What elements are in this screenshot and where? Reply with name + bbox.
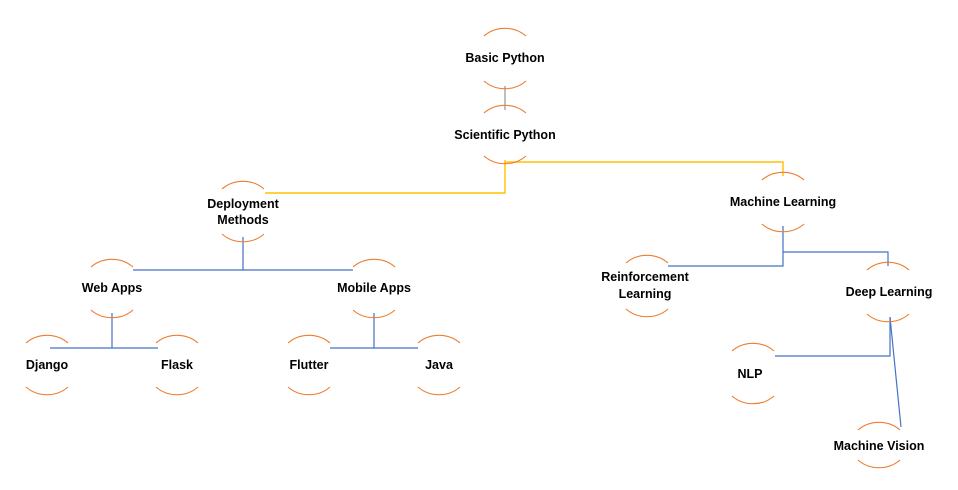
node-flask-label: Flask <box>161 358 193 372</box>
node-machine-learning-arc <box>761 171 805 233</box>
node-java-arc <box>417 334 461 396</box>
node-django-arc <box>25 334 69 396</box>
connector-deployment-to-apps <box>133 237 353 271</box>
node-mobile-apps-arc <box>352 258 396 319</box>
node-deep-learning-label: Deep Learning <box>846 285 933 299</box>
node-scientific-python-label: Scientific Python <box>454 128 555 142</box>
node-deployment-methods-label-line2: Methods <box>217 213 268 227</box>
connector-scientific-to-deployment <box>265 160 506 194</box>
node-arcs <box>25 27 910 469</box>
connector-scientific-to-ml <box>505 161 784 176</box>
connector-mobileapps-to-frameworks <box>330 313 418 349</box>
node-machine-vision-label: Machine Vision <box>834 439 925 453</box>
node-web-apps-label: Web Apps <box>82 281 142 295</box>
node-flask-arc <box>155 334 199 396</box>
node-machine-vision-arc <box>857 421 901 469</box>
node-reinforcement-learning-label-line2: Learning <box>619 287 672 301</box>
node-basic-python-label: Basic Python <box>465 51 544 65</box>
node-mobile-apps-label: Mobile Apps <box>337 281 411 295</box>
node-flutter-arc <box>287 334 331 396</box>
node-reinforcement-learning-arc <box>625 254 669 318</box>
node-labels: Basic Python Scientific Python Deploymen… <box>26 51 933 453</box>
node-deployment-methods-arc <box>221 180 265 243</box>
node-web-apps-arc <box>90 258 134 319</box>
node-machine-learning-label: Machine Learning <box>730 195 836 209</box>
connector-webapps-to-frameworks <box>50 313 158 349</box>
node-nlp-arc <box>731 342 775 405</box>
node-django-label: Django <box>26 358 69 372</box>
connector-ml-to-rl <box>668 226 784 267</box>
node-deep-learning-arc <box>866 261 910 323</box>
connector-dl-to-vision <box>889 316 902 428</box>
node-nlp-label: NLP <box>738 367 763 381</box>
connectors <box>50 86 902 428</box>
node-java-label: Java <box>425 358 454 372</box>
node-scientific-python-arc <box>483 104 527 165</box>
connector-ml-to-dl <box>783 251 889 266</box>
node-basic-python-arc <box>483 27 527 90</box>
node-flutter-label: Flutter <box>290 358 329 372</box>
node-deployment-methods-label-line1: Deployment <box>207 197 279 211</box>
node-reinforcement-learning-label-line1: Reinforcement <box>601 270 689 284</box>
connector-dl-to-nlp <box>775 317 891 357</box>
